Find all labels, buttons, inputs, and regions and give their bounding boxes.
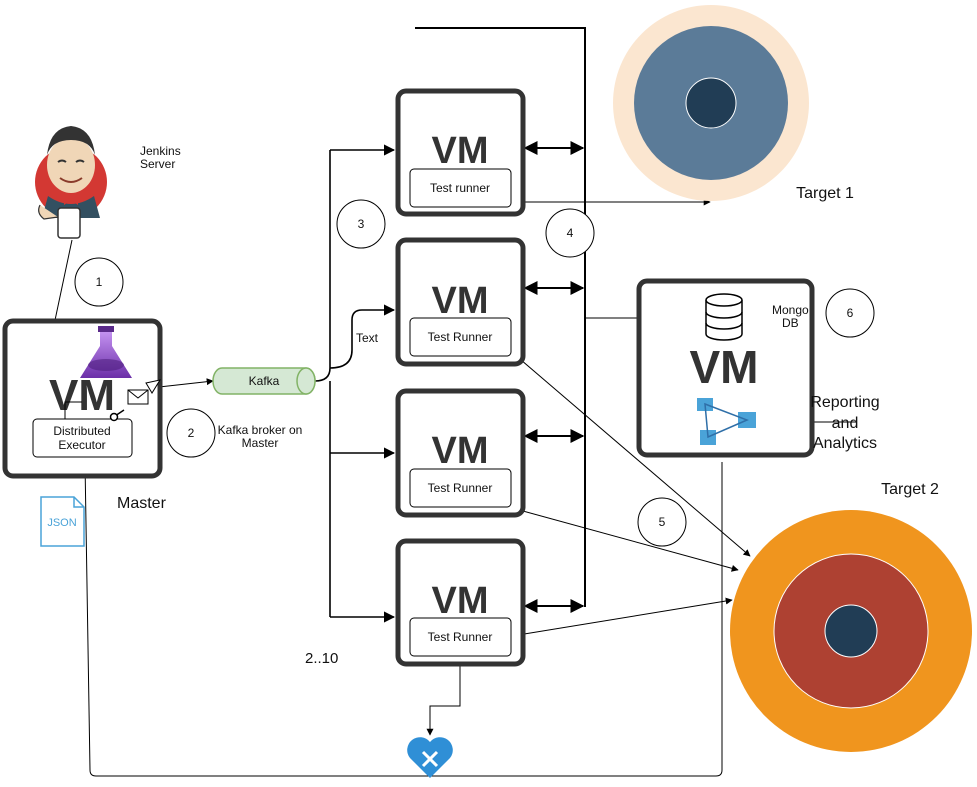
analytics-icon [697, 398, 756, 445]
runner-2-vm-title: VM [432, 280, 489, 322]
mongo-vm: Mongo DB VM [636, 278, 815, 458]
runner-3-label: Test Runner [428, 481, 493, 495]
runner-1-label: Test runner [430, 181, 490, 195]
mongo-vm-title: VM [690, 341, 759, 393]
target-2 [730, 510, 972, 752]
target-2-label: Target 2 [881, 481, 939, 498]
runner-count-label: 2..10 [305, 650, 338, 667]
envelope-icon [127, 379, 162, 405]
step-5-label: 5 [659, 515, 666, 529]
step-2: 2 [166, 408, 216, 458]
runner-vm-2: VM Test Runner [395, 237, 526, 367]
edge-kafka-fanout [314, 150, 331, 382]
jenkins-label-line2: Server [140, 157, 175, 171]
kafka-label: Kafka [249, 374, 280, 388]
edge-runner4-to-monitor [426, 665, 461, 736]
step-6-label: 6 [847, 306, 854, 320]
executor-label-line1: Distributed [53, 424, 110, 438]
step-1-label: 1 [96, 275, 103, 289]
executor-link-line [64, 401, 82, 419]
connector-dot-icon [109, 409, 125, 422]
jenkins-server: Jenkins Server [35, 126, 181, 239]
kafka-caption-line1: Kafka broker on [218, 423, 303, 437]
azure-monitor-heart-icon [407, 737, 453, 778]
flask-icon [80, 326, 132, 378]
runner-1-vm-title: VM [432, 130, 489, 172]
edge-kafka-to-runner2 [329, 304, 396, 369]
runner-2-label: Test Runner [428, 330, 493, 344]
step-4-label: 4 [567, 226, 574, 240]
database-icon [705, 293, 743, 341]
kafka-broker: Kafka [212, 367, 316, 395]
edge-feedback-loop [81, 461, 723, 777]
runner-4-label: Test Runner [428, 630, 493, 644]
json-icon-label: JSON [47, 517, 76, 529]
step-3-label: 3 [358, 217, 365, 231]
step-markers: 1 2 3 4 5 6 [74, 199, 875, 547]
step-5: 5 [637, 497, 687, 547]
step-6: 6 [825, 288, 875, 338]
reporting-line1: Reporting [810, 394, 879, 411]
step-4: 4 [545, 208, 595, 258]
runner-vm-1: VM Test runner [395, 88, 526, 217]
step-2-label: 2 [188, 426, 195, 440]
runner-vm-4: VM Test Runner [395, 538, 526, 667]
kafka-caption-line2: Master [242, 436, 279, 450]
reporting-line2: and [832, 415, 859, 432]
target-1 [613, 5, 809, 201]
step-3: 3 [336, 199, 386, 249]
master-vm: VM Distributed Executor [2, 318, 163, 479]
reporting-line3: Analytics [813, 435, 877, 452]
master-vm-title: VM [49, 371, 115, 420]
target-1-label: Target 1 [796, 185, 854, 202]
runner-vm-3: VM Test Runner [395, 388, 526, 518]
json-file-icon: JSON [40, 496, 85, 547]
mongo-db-line2: DB [782, 316, 799, 330]
kafka-edge-text: Text [356, 331, 379, 345]
step-1: 1 [74, 257, 124, 307]
distributed-executor-box [32, 418, 133, 458]
mongo-db-line1: Mongo [772, 303, 809, 317]
runner-4-vm-title: VM [432, 580, 489, 622]
jenkins-icon [35, 126, 107, 239]
master-caption: Master [117, 495, 167, 512]
edge-runner3-target2 [511, 506, 739, 572]
executor-label-line2: Executor [58, 438, 105, 452]
edge-runner4-target2 [511, 597, 733, 639]
jenkins-label-line1: Jenkins [140, 144, 181, 158]
runner-3-vm-title: VM [432, 430, 489, 472]
